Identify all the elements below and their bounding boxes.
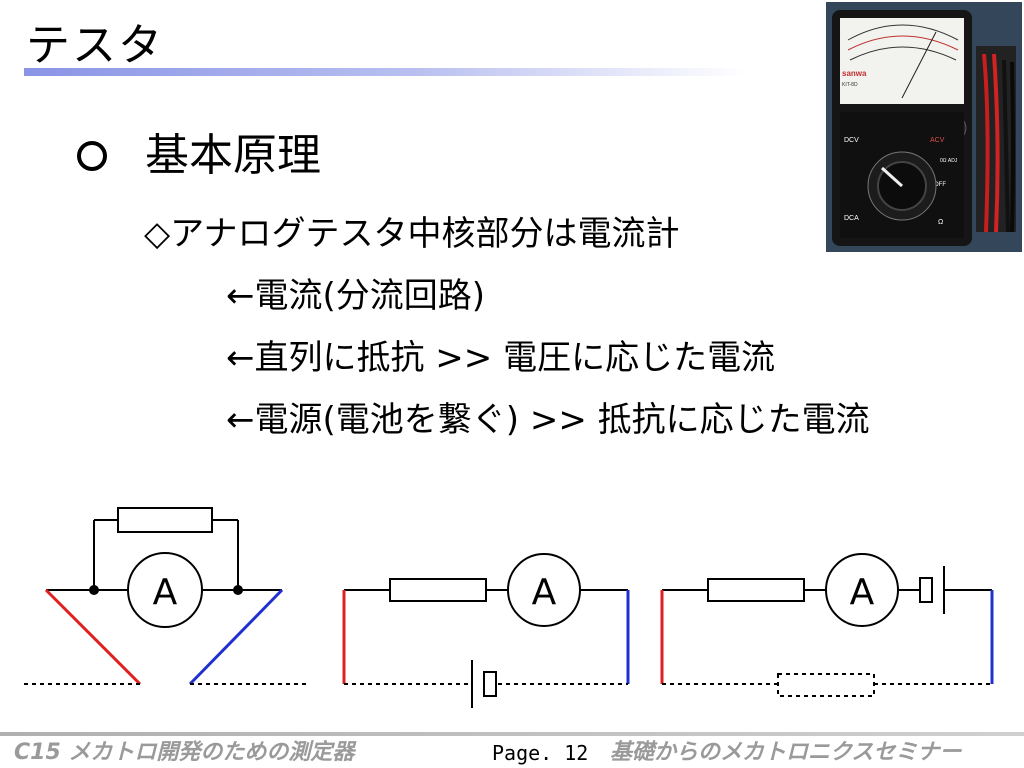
ohm-label: Ω [938, 219, 943, 226]
series-resistor-circuit: A [342, 553, 630, 708]
main-heading: 基本原理 [145, 130, 321, 181]
shunt-resistor-icon [117, 507, 213, 533]
ohmmeter-circuit: A [660, 553, 994, 697]
resistor-icon [707, 578, 805, 602]
ammeter-icon [127, 552, 203, 628]
slide-title: テスタ [26, 20, 164, 71]
shunt-circuit: A [24, 507, 306, 686]
bullet-line-3: ←直列に抵抗 >> 電圧に応じた電流 [226, 338, 776, 378]
adj-label: 0Ω ADJ [940, 158, 958, 164]
tester-photo: sanwa KIT-8D DCV ACV DCA OFF 0Ω ADJ Ω [826, 2, 1022, 252]
bullet-line-4: ←電源(電池を繋ぐ) >> 抵抗に応じた電流 [226, 400, 870, 440]
bullet-line-2: ←電流(分流回路) [226, 276, 486, 316]
footer-seminar: 基礎からのメカトロニクスセミナー [610, 740, 962, 765]
dut-resistor-icon [777, 673, 875, 697]
ammeter-label: A [850, 572, 875, 613]
dcv-label: DCV [844, 137, 859, 144]
footer-page-number: Page. 12 [492, 741, 589, 765]
bullet-line-1: ◇アナログテスタ中核部分は電流計 [144, 214, 680, 254]
off-label: OFF [934, 182, 946, 188]
footer-course: C15 メカトロ開発のための測定器 [14, 740, 355, 765]
footer: C15 メカトロ開発のための測定器 Page. 12 基礎からのメカトロニクスセ… [0, 738, 1024, 768]
circle-bullet-icon [77, 141, 107, 171]
ammeter-label: A [153, 572, 178, 613]
battery-icon [919, 577, 933, 603]
main-bullet: 基本原理 [75, 128, 321, 184]
dca-label: DCA [844, 215, 859, 222]
circuit-diagrams: A A A [24, 507, 994, 708]
acv-label: ACV [930, 137, 945, 144]
title-underline [24, 68, 744, 76]
series-resistor-icon [389, 578, 487, 602]
brand-label: sanwa [842, 69, 867, 78]
model-label: KIT-8D [842, 82, 858, 88]
ammeter-label: A [532, 572, 557, 613]
footer-divider [0, 732, 1024, 736]
